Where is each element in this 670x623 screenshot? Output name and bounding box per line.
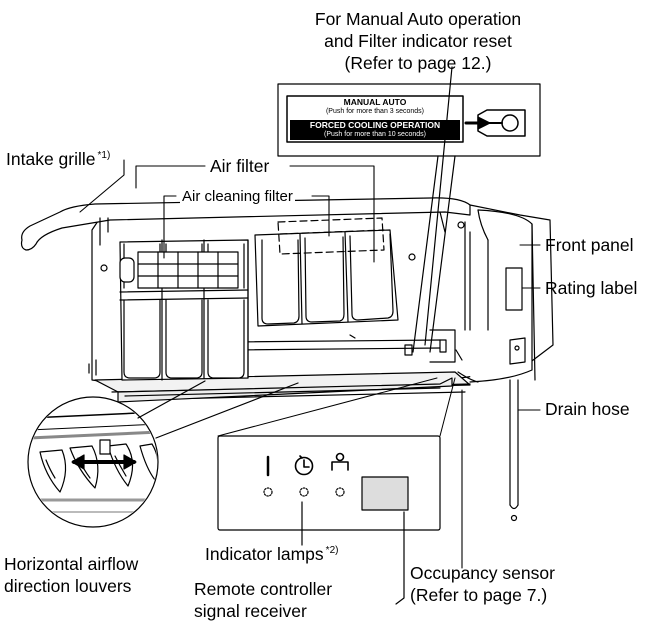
manual-auto-plate-sub: (Push for more than 3 seconds)	[325, 108, 425, 115]
louver-rail	[117, 377, 453, 403]
remote-receiver-line-1: Remote controller	[194, 579, 333, 599]
indicator-lamps-text: Indicator lamps	[205, 544, 324, 564]
occupancy-line-2: (Refer to page 7.)	[410, 585, 548, 605]
air-cleaning-filter-label: Air cleaning filter	[180, 186, 295, 208]
leader-lines	[79, 159, 541, 569]
front-panel	[457, 209, 536, 522]
front-panel-label: Front panel	[545, 235, 634, 255]
manual-auto-plate-title: MANUAL AUTO	[343, 97, 407, 107]
indicator-lamps-label: Indicator lamps*2)	[205, 540, 338, 565]
intake-grille-text: Intake grille	[6, 149, 96, 169]
rating-label-label: Rating label	[545, 278, 638, 298]
intake-grille	[20, 197, 471, 251]
louvers-line-2: direction louvers	[4, 576, 132, 596]
manual-auto-callout	[277, 66, 541, 353]
remote-receiver-label: Remote controller signal receiver	[194, 578, 332, 622]
louvers-line-1: Horizontal airflow	[4, 554, 139, 574]
callout-line-3: (Refer to page 12.)	[344, 53, 492, 73]
intake-grille-note: *1)	[97, 150, 111, 161]
occupancy-sensor-label: Occupancy sensor (Refer to page 7.)	[410, 562, 555, 606]
drain-hose-label: Drain hose	[545, 399, 630, 419]
remote-receiver-line-2: signal receiver	[194, 601, 307, 621]
callout-line-1: For Manual Auto operation	[314, 9, 522, 29]
air-cleaning-filter	[119, 251, 239, 289]
indicator-panel	[217, 377, 456, 605]
manual-auto-plate: MANUAL AUTO (Push for more than 3 second…	[290, 98, 460, 116]
louver-zoom-circle	[27, 380, 299, 528]
forced-cooling-plate-sub: (Push for more than 10 seconds)	[324, 131, 426, 138]
occupancy-line-1: Occupancy sensor	[410, 563, 555, 583]
right-air-filter	[254, 217, 399, 327]
callout-line-2: and Filter indicator reset	[324, 31, 512, 51]
manual-auto-callout-text: For Manual Auto operation and Filter ind…	[258, 8, 578, 74]
louvers-label: Horizontal airflow direction louvers	[4, 553, 138, 597]
forced-cooling-plate-title: FORCED COOLING OPERATION	[309, 120, 441, 130]
forced-cooling-plate: FORCED COOLING OPERATION (Push for more …	[290, 121, 460, 139]
intake-grille-label: Intake grille*1)	[6, 145, 110, 170]
air-filter-label: Air filter	[208, 155, 272, 177]
indicator-lamps-note: *2)	[325, 545, 339, 556]
